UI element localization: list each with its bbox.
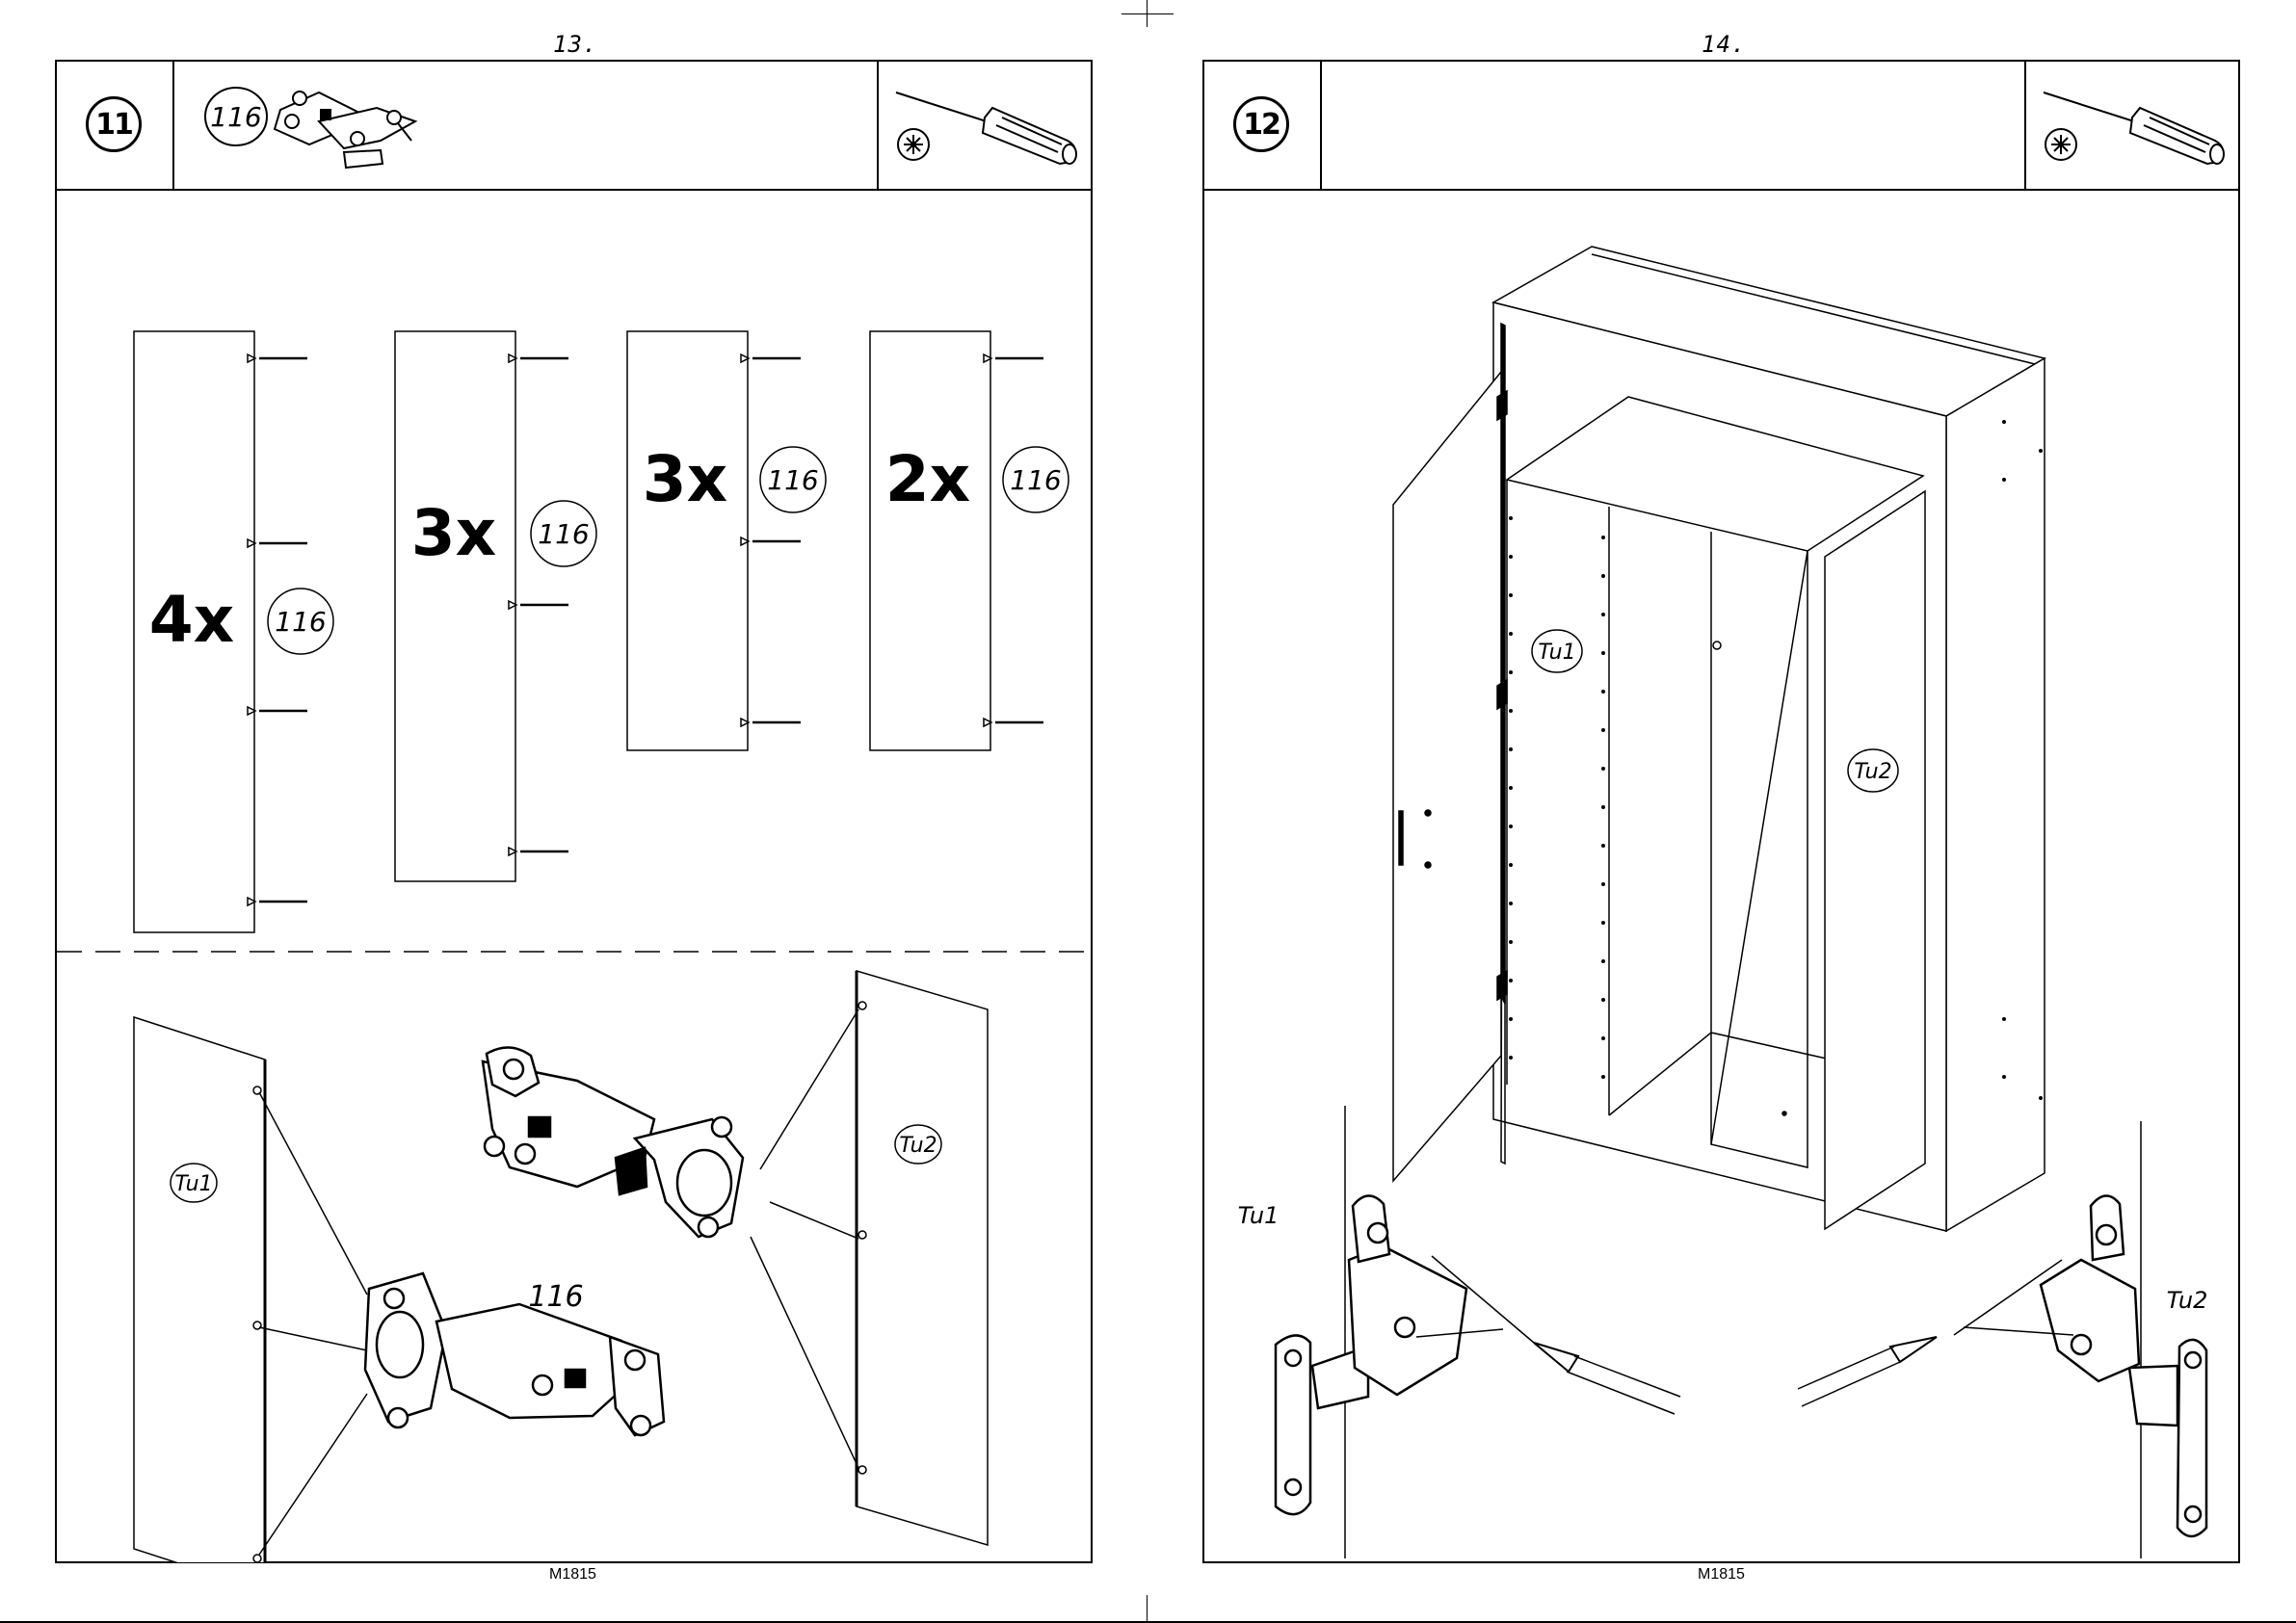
screwdriver-icon: [896, 92, 1076, 164]
qty-label-panel-4: 2x: [885, 442, 971, 516]
door-panel-3-hinges-a: [395, 331, 515, 881]
step-number-cell: 12: [1204, 62, 1322, 189]
hinge-detail-left: [1276, 1106, 1534, 1558]
footer-code-left: M1815: [549, 1566, 596, 1584]
trim-mark-bottom: [1147, 1595, 1148, 1623]
hinge-icon-upper: [483, 1047, 743, 1237]
phillips-screw-head-icon: [2045, 129, 2076, 160]
detail-label-tu1: Tu1: [1238, 1202, 1280, 1229]
part-callout-panel-3: 116: [767, 464, 818, 496]
qty-label-panel-2: 3x: [411, 496, 497, 570]
tool-cell: [877, 62, 1091, 189]
step-number-cell: 11: [57, 62, 174, 189]
trim-mark-top-h: [1122, 13, 1174, 14]
phillips-screw-head-icon: [898, 129, 929, 160]
door-tu2: [857, 971, 988, 1545]
step-11-header: 11 116: [57, 62, 1091, 191]
door-label-tu2: Tu2: [899, 1134, 937, 1158]
step-number: 12: [1233, 96, 1289, 152]
wardrobe-label-tu2: Tu2: [1854, 760, 1891, 784]
screwdriver-icon: [2044, 92, 2224, 164]
tools-required: [879, 62, 1093, 189]
qty-label-panel-3: 3x: [643, 442, 728, 516]
wardrobe-label-tu1: Tu1: [1538, 641, 1575, 665]
door-panel-3-hinges-b: [627, 331, 748, 750]
page-number-left: 13.: [553, 31, 597, 58]
tools-required: [2026, 62, 2240, 189]
door-panel-2-hinges: [870, 331, 990, 750]
part-116-callout: 116: [174, 62, 463, 189]
part-callout-panel-4: 116: [1010, 464, 1061, 496]
door-label-tu1: Tu1: [174, 1172, 212, 1196]
step-11-panel: 11 116: [55, 60, 1093, 1563]
step-number: 11: [86, 96, 142, 152]
hinge-icon-lower: [365, 1273, 664, 1435]
hinge-part-label: 116: [528, 1280, 583, 1314]
qty-label-panel-1: 4x: [149, 583, 235, 657]
door-tu1: [134, 1017, 265, 1562]
wardrobe-assembly-diagram: Tu1 Tu2: [1204, 191, 2238, 1558]
screwdriver-icon-right: [1798, 1337, 1937, 1406]
part-callout-panel-1: 116: [275, 606, 326, 638]
hinge-part-icon: [275, 92, 415, 168]
tool-cell: [2024, 62, 2238, 189]
step-12-panel: 12: [1202, 60, 2240, 1563]
screwdriver-icon-left: [1534, 1343, 1680, 1414]
part-callout-panel-2: 116: [538, 518, 589, 550]
wardrobe-right-side: [1946, 358, 2045, 1231]
part-116-label: 116: [210, 101, 261, 133]
footer-code-right: M1815: [1698, 1566, 1745, 1584]
page-number-right: 14.: [1702, 31, 1746, 58]
detail-label-tu2: Tu2: [2167, 1287, 2208, 1314]
hinge-mounting-diagram: 116 Tu1 Tu2: [57, 955, 1091, 1562]
hinge-positions-diagram: 4x 3x 3x 2x 116 116 116 116: [57, 191, 1091, 961]
step-12-header: 12: [1204, 62, 2238, 191]
wardrobe-door-tu2: [1825, 491, 1925, 1229]
